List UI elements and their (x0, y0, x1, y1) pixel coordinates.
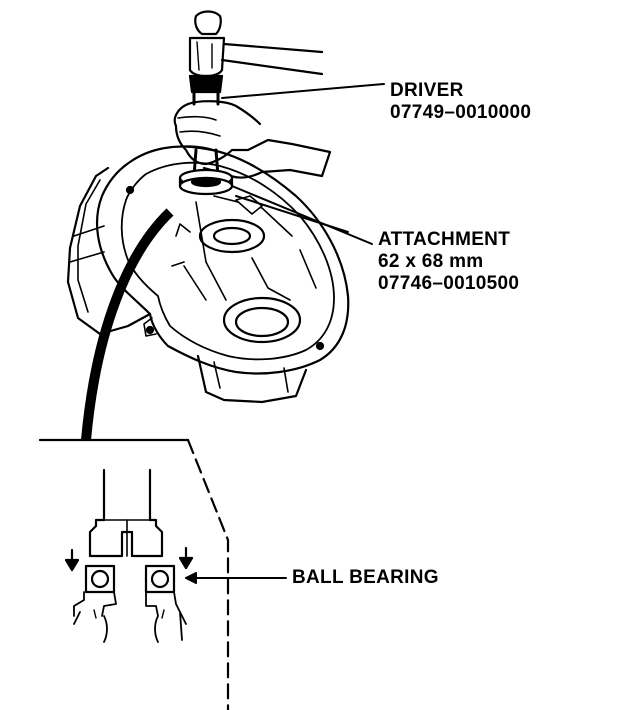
attachment-label: ATTACHMENT 62 x 68 mm 07746–0010500 (378, 229, 519, 295)
driver-part-number: 07749–0010000 (390, 102, 532, 123)
driver-label: DRIVER 07749–0010000 (390, 80, 531, 124)
attachment-name: ATTACHMENT (378, 229, 511, 250)
driver-name: DRIVER (390, 80, 464, 101)
ball-bearing-name: BALL BEARING (292, 567, 439, 588)
leader-lines (185, 83, 385, 584)
transmission-housing (66, 145, 350, 404)
driver-leader-line (221, 83, 385, 99)
attachment-leader-line-upper (231, 185, 373, 245)
attachment-disc (178, 168, 234, 196)
attachment-leader-line-lower (235, 195, 349, 233)
detail-driver-section (88, 468, 164, 558)
attachment-part-number: 07746–0010500 (378, 273, 520, 294)
detail-connector-line (81, 208, 174, 441)
detail-view-frame (38, 438, 230, 710)
bearing-housing-section (73, 591, 187, 643)
attachment-size: 62 x 68 mm (378, 251, 484, 272)
down-arrow-icon (178, 546, 194, 570)
ball-bearing-leader-arrow (185, 572, 197, 584)
ball-bearing-label: BALL BEARING (292, 567, 439, 589)
ball-bearing (84, 564, 176, 594)
down-arrow-icon (64, 548, 80, 572)
